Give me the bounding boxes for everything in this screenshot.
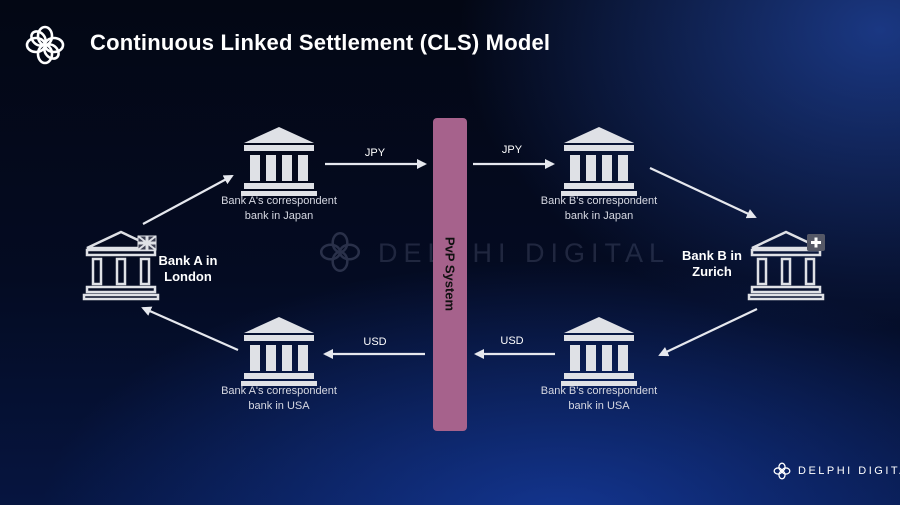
bank-a-label-line2: London bbox=[164, 269, 212, 284]
swiss-flag-icon bbox=[807, 234, 825, 251]
caption-a-usa-line2: bank in USA bbox=[248, 400, 310, 412]
arrow-bank-b-to-b-usa bbox=[658, 308, 758, 357]
watermark-logo-icon bbox=[319, 231, 361, 273]
caption-b-usa-line2: bank in USA bbox=[568, 400, 630, 412]
caption-b-usa: Bank B's correspondent bank in USA bbox=[541, 384, 657, 414]
bank-b-label-line2: Zurich bbox=[692, 264, 732, 279]
brand-wordmark: DELPHI DIGITAL bbox=[798, 465, 900, 477]
arrow-bank-a-to-a-japan bbox=[142, 175, 234, 225]
uk-flag-icon bbox=[137, 235, 157, 251]
bank-b-usa-icon bbox=[561, 317, 637, 386]
flow-label-jpy-out: JPY bbox=[501, 144, 523, 156]
bank-b-label-line1: Bank B in bbox=[682, 248, 742, 263]
caption-a-japan-line2: bank in Japan bbox=[244, 210, 314, 222]
bank-a-label: Bank A in London bbox=[159, 253, 218, 285]
page-title: Continuous Linked Settlement (CLS) Model bbox=[90, 30, 551, 55]
bank-b-japan-icon bbox=[561, 127, 637, 196]
flow-label-usd-out: USD bbox=[363, 336, 387, 348]
bank-a-label-line1: Bank A in bbox=[158, 253, 218, 268]
arrow-b-japan-to-bank-b bbox=[649, 167, 757, 219]
bank-a-usa-icon bbox=[241, 317, 317, 386]
caption-a-japan-line1: Bank A's correspondent bbox=[221, 195, 337, 207]
caption-b-usa-line1: Bank B's correspondent bbox=[540, 385, 658, 397]
caption-b-japan: Bank B's correspondent bank in Japan bbox=[541, 194, 657, 224]
flow-label-usd-in: USD bbox=[500, 335, 524, 347]
brand-logo-icon bbox=[773, 462, 791, 480]
caption-a-usa-line1: Bank A's correspondent bbox=[221, 385, 337, 397]
caption-a-usa: Bank A's correspondent bank in USA bbox=[221, 384, 337, 414]
pvp-system-label: PvP System bbox=[442, 236, 458, 312]
caption-a-japan: Bank A's correspondent bank in Japan bbox=[221, 194, 337, 224]
delphi-logo-icon bbox=[25, 25, 65, 65]
bank-b-label: Bank B in Zurich bbox=[682, 248, 742, 280]
watermark-text: DELPHI DIGITAL bbox=[378, 238, 671, 268]
arrow-a-usa-to-bank-a bbox=[141, 306, 239, 352]
flow-label-jpy-in: JPY bbox=[364, 147, 386, 159]
bank-a-japan-icon bbox=[241, 127, 317, 196]
caption-b-japan-line1: Bank B's correspondent bbox=[540, 195, 658, 207]
pvp-system-bar bbox=[433, 118, 467, 431]
caption-b-japan-line2: bank in Japan bbox=[564, 210, 634, 222]
